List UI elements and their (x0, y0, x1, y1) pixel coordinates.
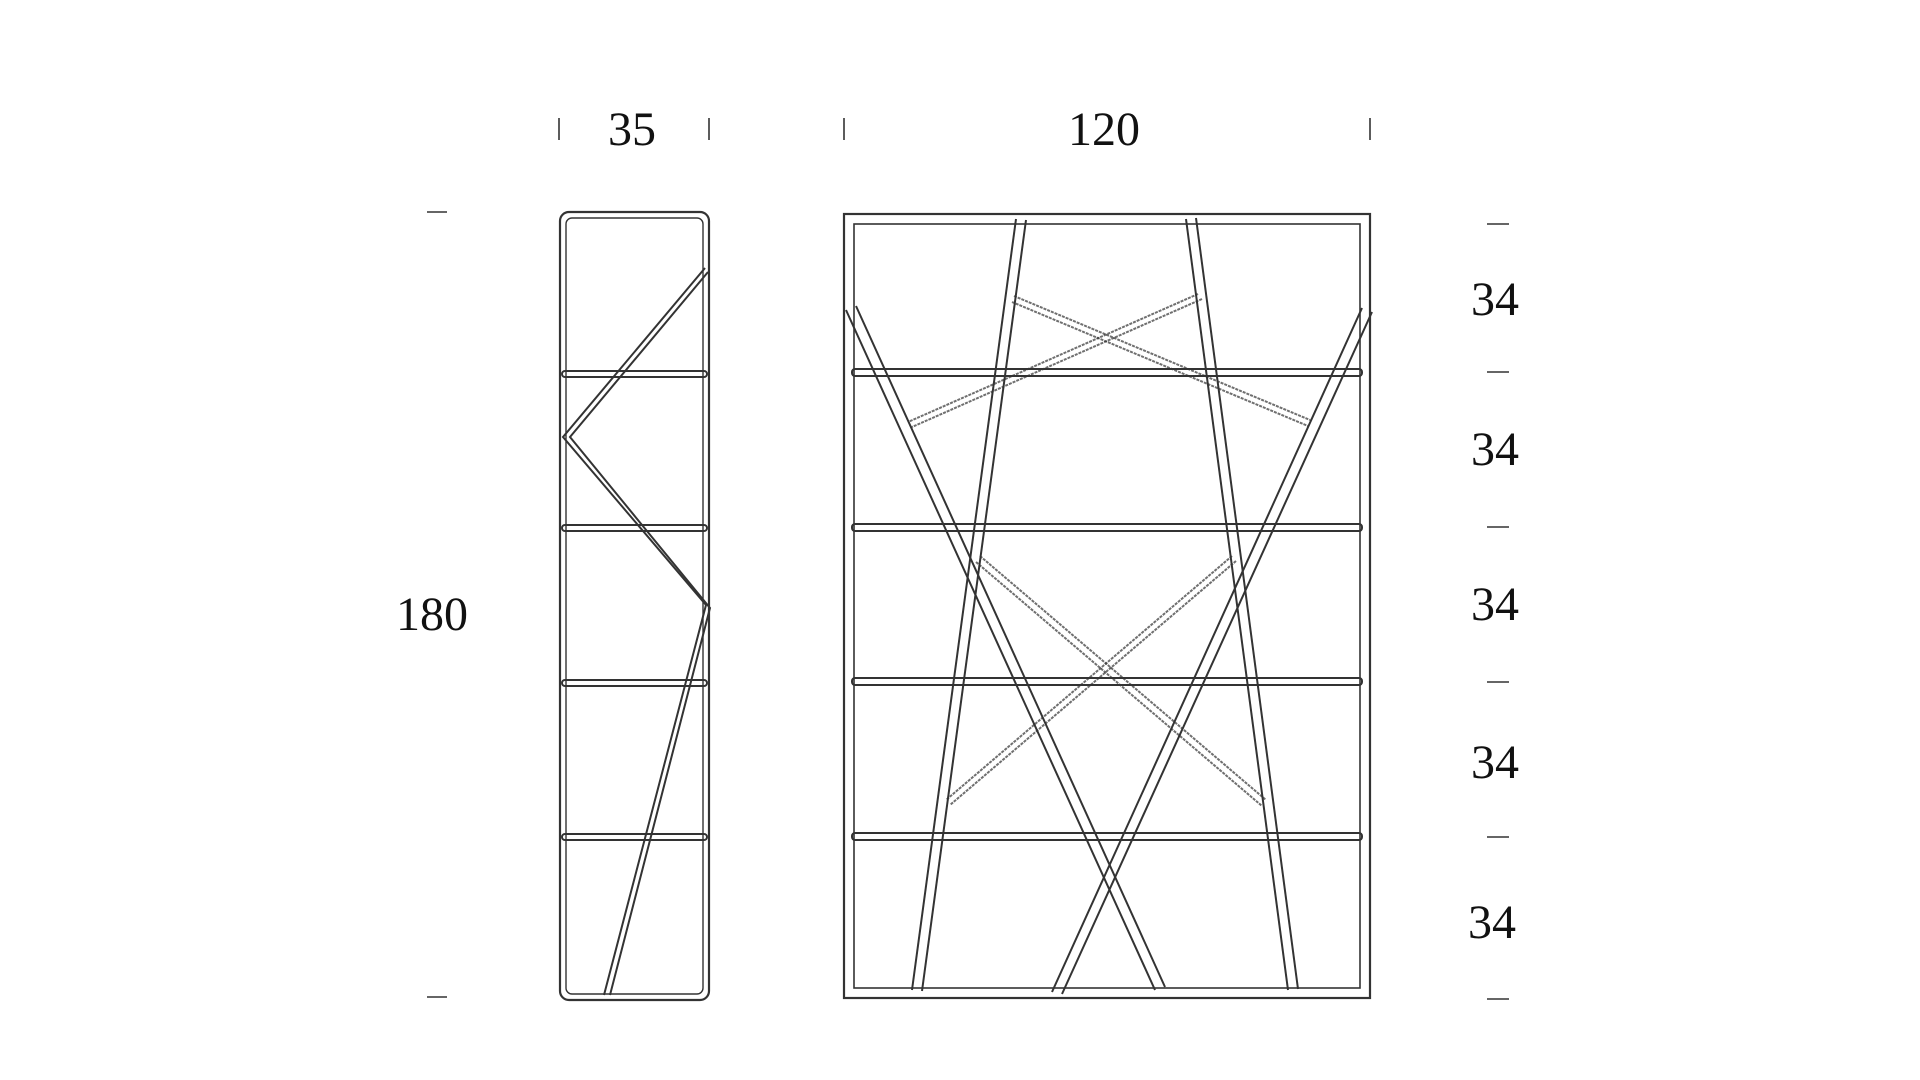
shelf-height-label-4: 34 (1471, 736, 1519, 789)
front-shelf-1 (851, 368, 1363, 377)
side-zigzag-rod-inner (568, 271, 712, 996)
side-shelf-1 (561, 370, 708, 378)
side-width-label: 35 (608, 103, 656, 156)
front-rod-center-right (1185, 217, 1299, 991)
side-shelf-4 (561, 833, 708, 841)
side-view (558, 210, 712, 1002)
shelf-height-label-3: 34 (1471, 578, 1519, 631)
side-shelf-3 (561, 679, 708, 687)
dimension-side-width: 35 (558, 103, 710, 156)
side-view-frame-inner (565, 217, 704, 995)
front-rod-left-long (845, 305, 1166, 991)
front-view (842, 212, 1373, 1000)
front-rod-lower-cross-b (945, 555, 1237, 806)
front-shelf-2 (851, 523, 1363, 532)
front-rod-lower-cross-a (975, 555, 1267, 807)
front-width-label: 120 (1068, 103, 1140, 156)
front-shelf-4 (851, 832, 1363, 841)
front-rod-upper-cross-b (907, 293, 1203, 428)
side-shelf-2 (561, 524, 708, 532)
shelf-height-label-5: 34 (1468, 896, 1516, 949)
dimension-front-width: 120 (843, 103, 1371, 156)
front-rod-right-long (1051, 307, 1373, 995)
front-view-frame-inner (853, 223, 1361, 989)
front-rod-upper-cross-a (1011, 295, 1311, 427)
side-zigzag-rod-outer (561, 267, 708, 996)
dimension-total-height: 180 (396, 211, 468, 998)
front-rod-center-left (911, 218, 1027, 992)
dimension-shelf-heights: 34 34 34 34 34 (1468, 223, 1519, 1000)
front-shelf-3 (851, 677, 1363, 686)
front-view-frame-outer (842, 212, 1372, 1000)
shelf-height-label-1: 34 (1471, 273, 1519, 326)
total-height-label: 180 (396, 588, 468, 641)
shelf-height-label-2: 34 (1471, 423, 1519, 476)
